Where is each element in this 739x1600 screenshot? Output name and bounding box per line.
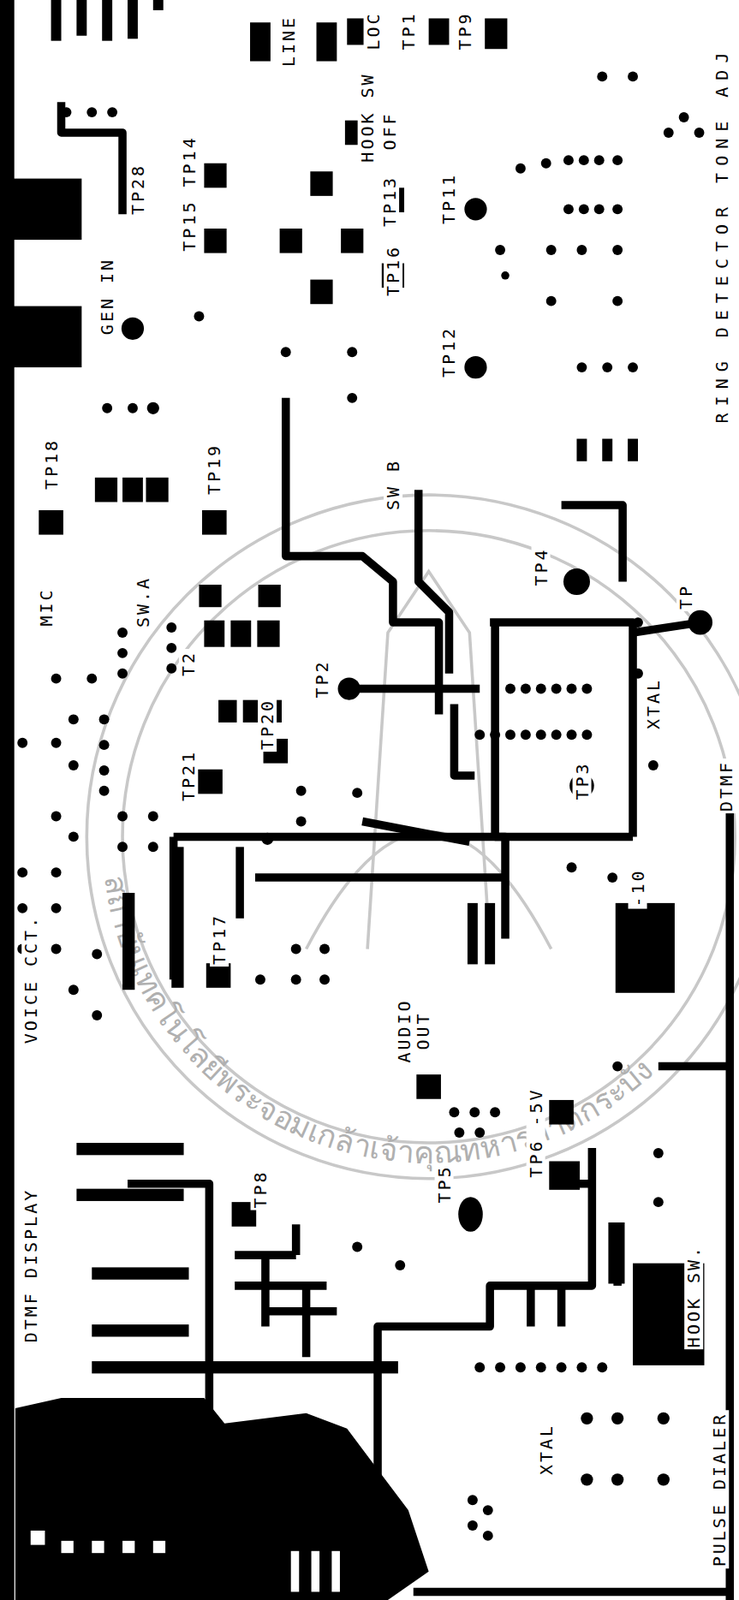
silkscreen-label: TP <box>676 582 696 612</box>
silkscreen-label: HOOK SW. <box>685 1243 704 1350</box>
silkscreen-label: HOOK SW <box>357 70 377 164</box>
silkscreen-label: OFF <box>379 109 399 152</box>
silkscreen-label: TP16 <box>383 243 403 298</box>
silkscreen-label: TP13 <box>380 173 400 229</box>
silkscreen-label: SW.A <box>133 574 153 630</box>
silkscreen-label: DTMF <box>716 758 736 814</box>
copper-traces <box>61 101 731 1600</box>
silkscreen-label: MIC <box>36 586 56 629</box>
silkscreen-label: TP5 <box>435 1162 454 1205</box>
silkscreen-label: -10 <box>628 866 648 909</box>
silkscreen-label: XTAL <box>643 676 663 732</box>
silkscreen-label: T2 <box>179 649 199 679</box>
silkscreen-label: VOICE CCT. <box>21 913 41 1046</box>
silkscreen-label: TP28 <box>128 160 148 216</box>
silkscreen-label: TP4 <box>531 545 551 588</box>
silkscreen-label: AUDIO OUT <box>394 995 433 1067</box>
silkscreen-label: TP8 <box>250 1168 270 1210</box>
silkscreen-label: SW B <box>383 457 403 513</box>
silkscreen-label: TP21 <box>179 748 199 804</box>
silkscreen-label: RING DETECTOR TONE ADJ <box>713 44 733 426</box>
ground-plane <box>15 1398 430 1600</box>
silkscreen-label: LOC <box>363 9 382 52</box>
silkscreen-label: TP11 <box>439 171 459 227</box>
silkscreen-label: TP17 <box>209 911 229 967</box>
silkscreen-label: TP6 -5V <box>526 1085 546 1180</box>
silkscreen-label: TP1 <box>399 9 418 52</box>
silkscreen-label: PULSE DIALER <box>709 1411 729 1570</box>
silkscreen-label: LINE <box>279 13 298 69</box>
silkscreen-label: XTAL <box>536 1422 556 1478</box>
silkscreen-label: TP2 <box>311 657 331 700</box>
watermark-seal <box>86 494 739 1180</box>
silkscreen-label: TP15 TP14 <box>179 134 199 254</box>
silkscreen-label: TP19 <box>204 441 224 497</box>
ground-holes <box>30 1531 340 1593</box>
copper-pads <box>0 0 713 1600</box>
silkscreen-label: GEN IN <box>97 256 117 337</box>
silkscreen-label: TP9 <box>454 9 474 52</box>
silkscreen-label: TP18 <box>41 436 61 492</box>
silkscreen-label: TP20 <box>257 697 277 752</box>
pin-rows <box>76 846 495 1374</box>
silkscreen-label: TP3 <box>572 759 591 802</box>
silkscreen-label: DTMF DISPLAY <box>21 1186 41 1346</box>
silkscreen-label: TP12 <box>439 324 459 380</box>
